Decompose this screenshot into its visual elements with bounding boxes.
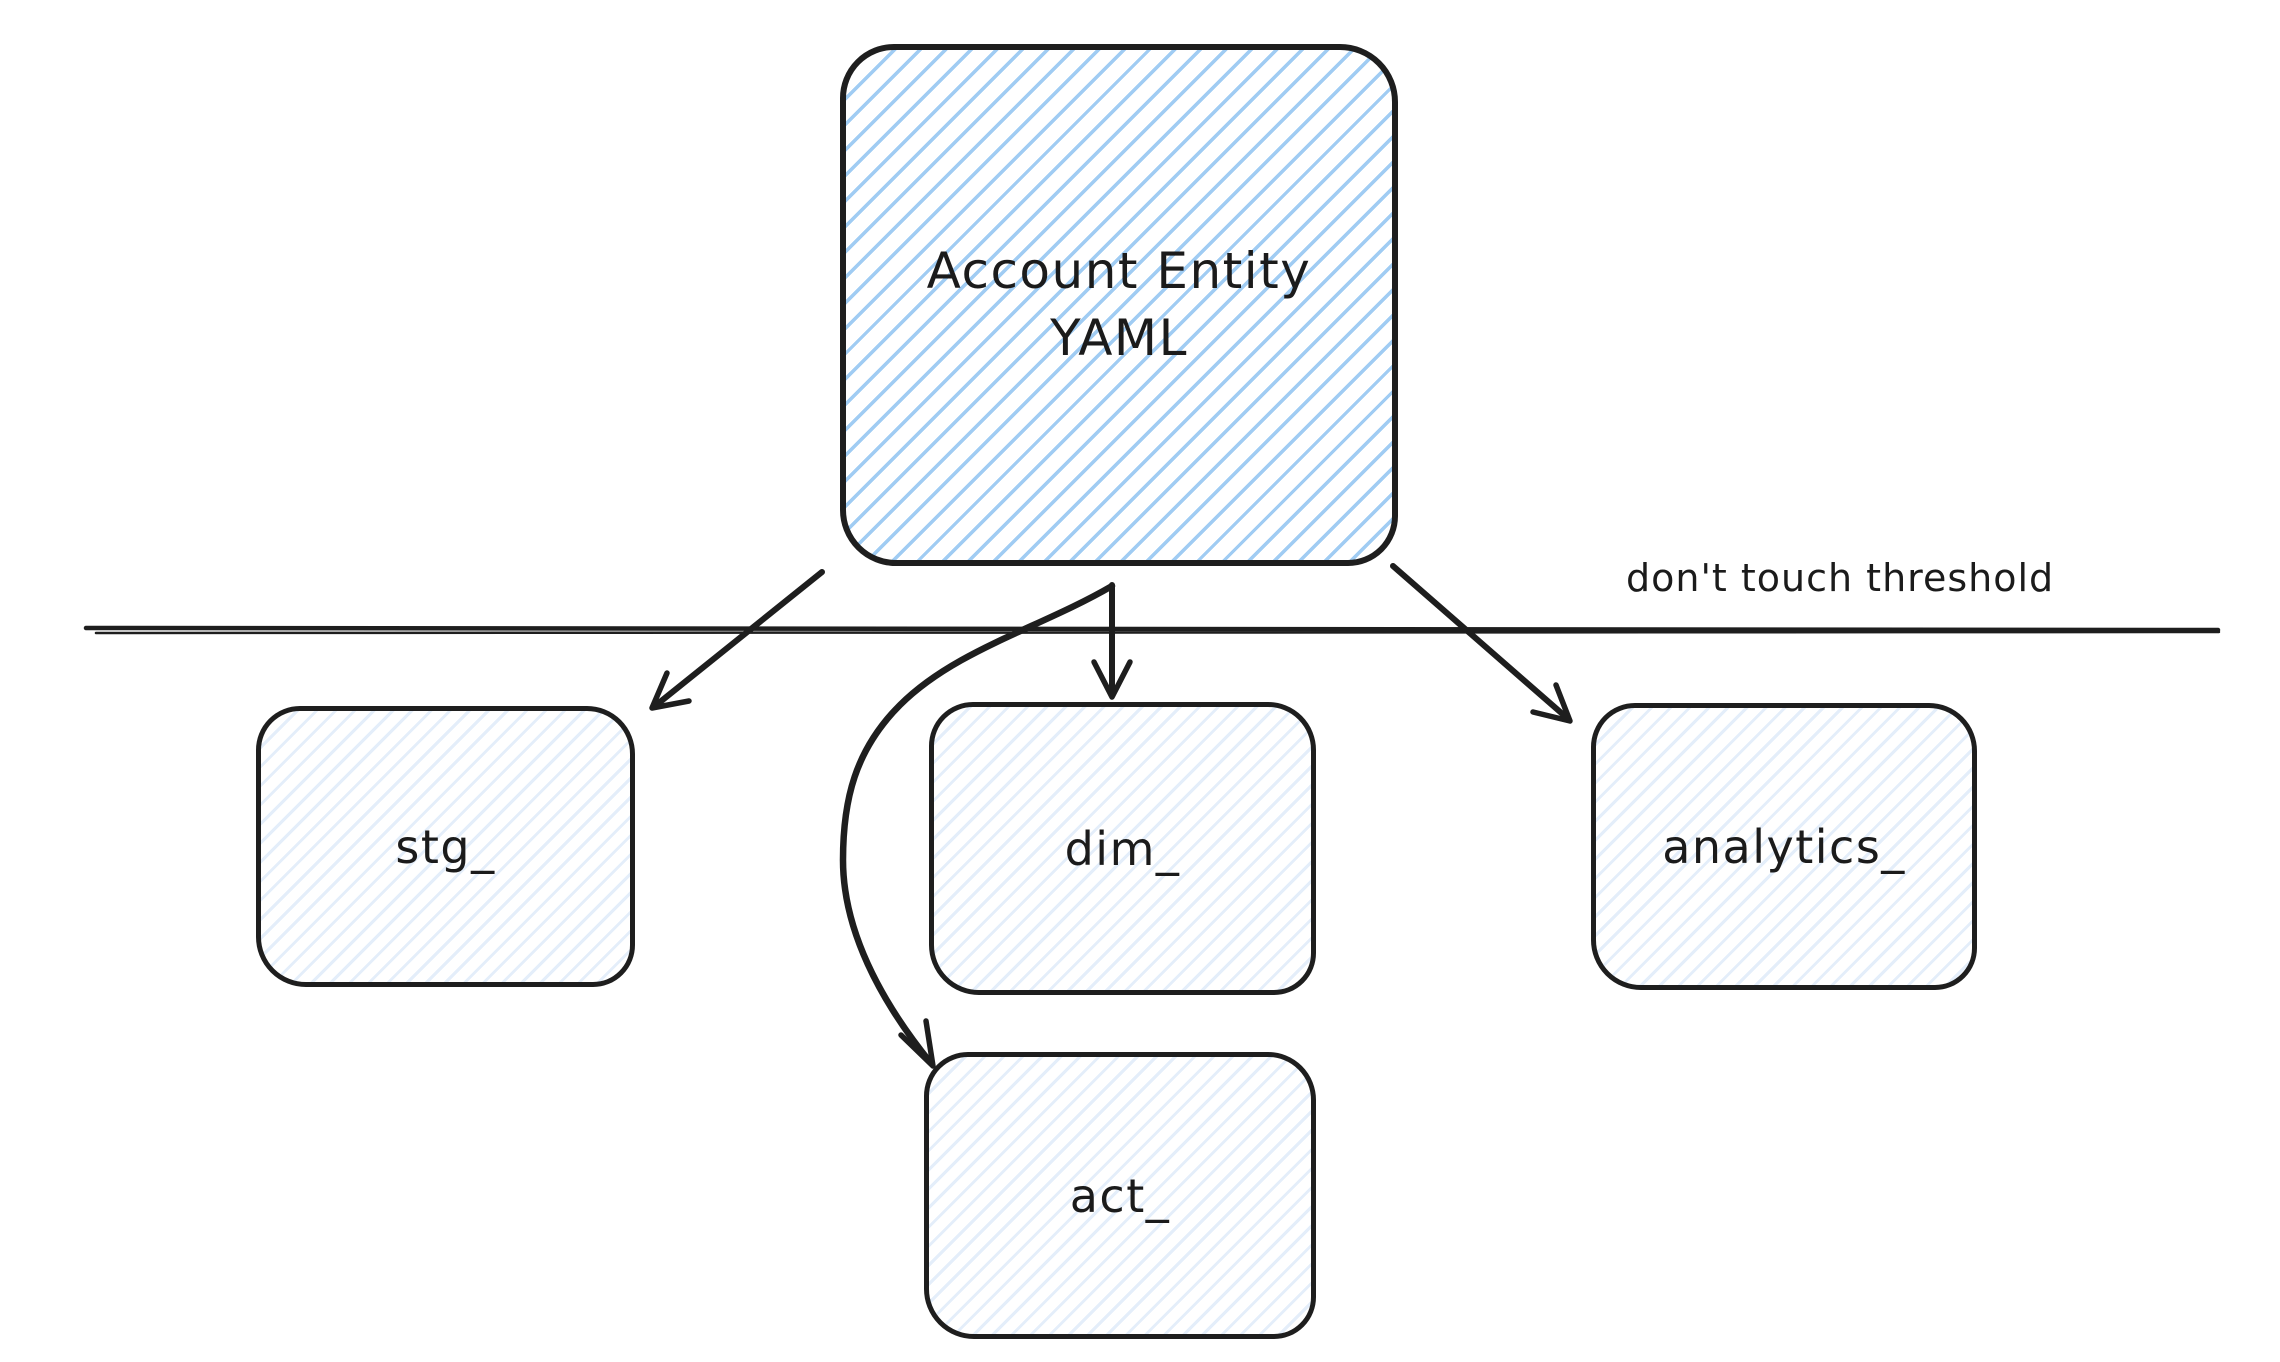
node-analytics-label: analytics_ xyxy=(1662,819,1906,874)
edge-account-to-stg xyxy=(652,569,825,709)
arrowhead-analytics-icon xyxy=(1530,682,1573,724)
arrowhead-dim-icon xyxy=(1091,659,1133,700)
edge-account-to-analytics xyxy=(1390,563,1569,720)
arrowhead-stg-icon xyxy=(649,670,692,711)
node-stg[interactable]: stg_ xyxy=(256,706,635,987)
node-account-label-line1: Account Entity xyxy=(926,242,1312,300)
node-dim[interactable]: dim_ xyxy=(929,702,1316,995)
threshold-line xyxy=(83,625,2221,633)
threshold-line-second-stroke xyxy=(94,630,2221,635)
node-act-label: act_ xyxy=(1069,1168,1171,1223)
node-dim-label: dim_ xyxy=(1064,821,1181,876)
node-stg-label: stg_ xyxy=(395,819,496,874)
node-account-entity-yaml[interactable]: Account Entity YAML xyxy=(840,44,1398,566)
node-act[interactable]: act_ xyxy=(924,1052,1316,1339)
arrowhead-act-icon xyxy=(898,1018,936,1069)
node-analytics[interactable]: analytics_ xyxy=(1591,703,1977,990)
node-account-label-line2: YAML xyxy=(1050,309,1188,367)
threshold-label: don't touch threshold xyxy=(1626,556,2055,600)
